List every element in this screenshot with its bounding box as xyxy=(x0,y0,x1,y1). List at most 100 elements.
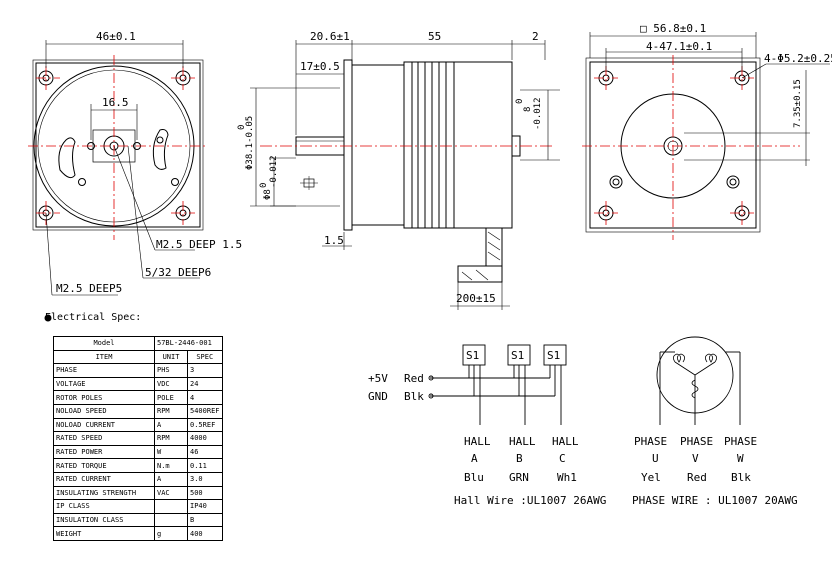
dim-phi8-tol: 0 xyxy=(259,183,269,188)
spec-unit-cell xyxy=(154,512,188,528)
electrical-spec-title: Electrical Spec: xyxy=(45,312,142,323)
phase-u-name: PHASE xyxy=(634,435,667,448)
hall-a-color: Blu xyxy=(464,471,484,484)
spec-value-cell: B xyxy=(187,512,223,528)
hall-a-letter: A xyxy=(471,452,478,465)
spec-value-cell: 4000 xyxy=(187,431,223,446)
spec-item-cell: RATED POWER xyxy=(53,444,155,460)
phase-v-name: PHASE xyxy=(680,435,713,448)
spec-item-cell: WEIGHT xyxy=(53,526,155,541)
spec-value-cell: 400 xyxy=(187,526,223,541)
spec-unit-cell: VDC xyxy=(154,376,188,392)
phase-w-color: Blk xyxy=(731,471,751,484)
phase-wiring xyxy=(656,336,741,425)
table-row: INSULATION CLASS B xyxy=(53,512,223,528)
spec-value-cell: IP40 xyxy=(187,499,223,514)
spec-unit-cell: N.m xyxy=(154,458,188,473)
spec-item-cell: ROTOR POLES xyxy=(53,390,155,405)
spec-unit-cell: VAC xyxy=(154,485,188,501)
label-m25-deep5: M2.5 DEEP5 xyxy=(56,282,122,295)
phase-u-color: Yel xyxy=(641,471,661,484)
dim-15: 1.5 xyxy=(324,234,344,247)
spec-unit-cell xyxy=(154,499,188,514)
spec-value-cell: 3.0 xyxy=(187,471,223,487)
front-view-left-centerlines xyxy=(28,55,205,240)
label-m25-deep15: M2.5 DEEP 1.5 xyxy=(156,238,242,251)
dim-square: □ 56.8±0.1 xyxy=(640,22,706,35)
dim-206: 20.6±1 xyxy=(310,30,350,43)
plus5v-color: Red xyxy=(404,372,424,385)
dim-holes: 4-Φ5.2±0.25 xyxy=(764,52,832,65)
dim-17: 17±0.5 xyxy=(300,60,340,73)
phase-u-letter: U xyxy=(652,452,659,465)
header-spec: SPEC xyxy=(187,349,223,365)
spec-value-cell: 0.5REF xyxy=(187,417,223,433)
spec-item-cell: NOLOAD SPEED xyxy=(53,403,155,419)
header-unit: UNIT xyxy=(154,349,188,365)
spec-value-cell: 5400REF xyxy=(187,403,223,419)
spec-unit-cell: RPM xyxy=(154,403,188,419)
gnd-label: GND xyxy=(368,390,388,403)
dim-cable: 200±15 xyxy=(456,292,496,305)
hall-c-color: Wh1 xyxy=(557,471,577,484)
spec-unit-cell: PHS xyxy=(154,363,188,378)
spec-unit-cell: W xyxy=(154,444,188,460)
spec-bullet-icon xyxy=(44,314,52,322)
front-view-right-centerlines xyxy=(582,55,800,240)
dim-8-tol2: -0.012 xyxy=(533,97,543,130)
front-left-dimensions xyxy=(45,40,200,296)
spec-item-cell: INSULATION CLASS xyxy=(53,512,155,528)
hall-b-letter: B xyxy=(516,452,523,465)
spec-item-cell: INSULATING STRENGTH xyxy=(53,485,155,501)
hall-sensor-a-label: S1 xyxy=(466,349,479,362)
model-label: Model xyxy=(53,336,155,351)
table-header-row: ITEM UNIT SPEC xyxy=(53,349,223,365)
dim-phi8-tol2: -0.012 xyxy=(269,155,279,188)
side-view xyxy=(295,59,521,283)
dim-shaft-dia-sub: 0 xyxy=(237,125,247,130)
dim-width-label: 46±0.1 xyxy=(96,30,136,43)
dim-shaft-dia: Φ38.1-0.05 xyxy=(245,116,255,170)
dim-8: 8 xyxy=(523,107,533,112)
dim-2: 2 xyxy=(532,30,539,43)
spec-unit-cell: A xyxy=(154,471,188,487)
spec-value-cell: 24 xyxy=(187,376,223,392)
electrical-spec-table: Model 57BL-2446-001 ITEM UNIT SPEC PHASE… xyxy=(53,336,223,541)
spec-item-cell: VOLTAGE xyxy=(53,376,155,392)
dim-phi8: Φ8 xyxy=(263,189,273,200)
phase-wire-note: PHASE WIRE : UL1007 20AWG xyxy=(632,494,798,507)
gnd-color: Blk xyxy=(404,390,424,403)
spec-item-cell: PHASE xyxy=(53,363,155,378)
spec-unit-cell: POLE xyxy=(154,390,188,405)
spec-value-cell: 4 xyxy=(187,390,223,405)
spec-item-cell: IP CLASS xyxy=(53,499,155,514)
spec-value-cell: 500 xyxy=(187,485,223,501)
hall-wiring xyxy=(428,344,567,425)
phase-w-letter: W xyxy=(737,452,744,465)
header-item: ITEM xyxy=(53,349,155,365)
spec-unit-cell: A xyxy=(154,417,188,433)
phase-w-name: PHASE xyxy=(724,435,757,448)
spec-unit-cell: RPM xyxy=(154,431,188,446)
dim-55: 55 xyxy=(428,30,441,43)
model-value: 57BL-2446-001 xyxy=(154,336,223,351)
phase-v-color: Red xyxy=(687,471,707,484)
table-row: Model 57BL-2446-001 xyxy=(53,336,223,351)
spec-item-cell: RATED SPEED xyxy=(53,431,155,446)
hall-b-name: HALL xyxy=(509,435,536,448)
table-row: IP CLASS IP40 xyxy=(53,499,223,514)
spec-value-cell: 46 xyxy=(187,444,223,460)
dim-8-tol: 0 xyxy=(515,99,525,104)
label-532-deep6: 5/32 DEEP6 xyxy=(145,266,211,279)
hall-sensor-c-label: S1 xyxy=(547,349,560,362)
